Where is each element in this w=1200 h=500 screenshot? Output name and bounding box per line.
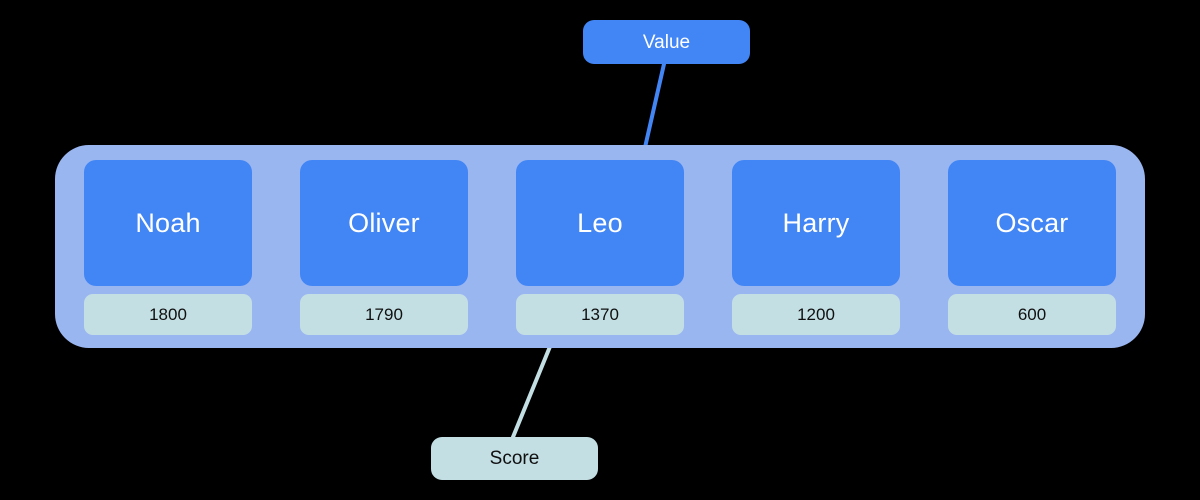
player-column: Harry 1200 [732, 160, 900, 335]
player-score-box[interactable]: 1800 [84, 294, 252, 335]
player-column: Oscar 600 [948, 160, 1116, 335]
player-column: Leo 1370 [516, 160, 684, 335]
players-columns: Noah 1800 Oliver 1790 Leo 1370 Harry 120… [84, 160, 1116, 344]
player-name-card[interactable]: Oscar [948, 160, 1116, 286]
player-score-box[interactable]: 1200 [732, 294, 900, 335]
player-score-box[interactable]: 1790 [300, 294, 468, 335]
player-name-card[interactable]: Noah [84, 160, 252, 286]
players-group-container: Noah 1800 Oliver 1790 Leo 1370 Harry 120… [55, 145, 1145, 348]
player-column: Oliver 1790 [300, 160, 468, 335]
player-score-box[interactable]: 600 [948, 294, 1116, 335]
player-name-card[interactable]: Harry [732, 160, 900, 286]
player-column: Noah 1800 [84, 160, 252, 335]
player-name-card[interactable]: Leo [516, 160, 684, 286]
value-callout-label[interactable]: Value [583, 20, 750, 64]
score-callout-label[interactable]: Score [431, 437, 598, 480]
player-name-card[interactable]: Oliver [300, 160, 468, 286]
player-score-box[interactable]: 1370 [516, 294, 684, 335]
